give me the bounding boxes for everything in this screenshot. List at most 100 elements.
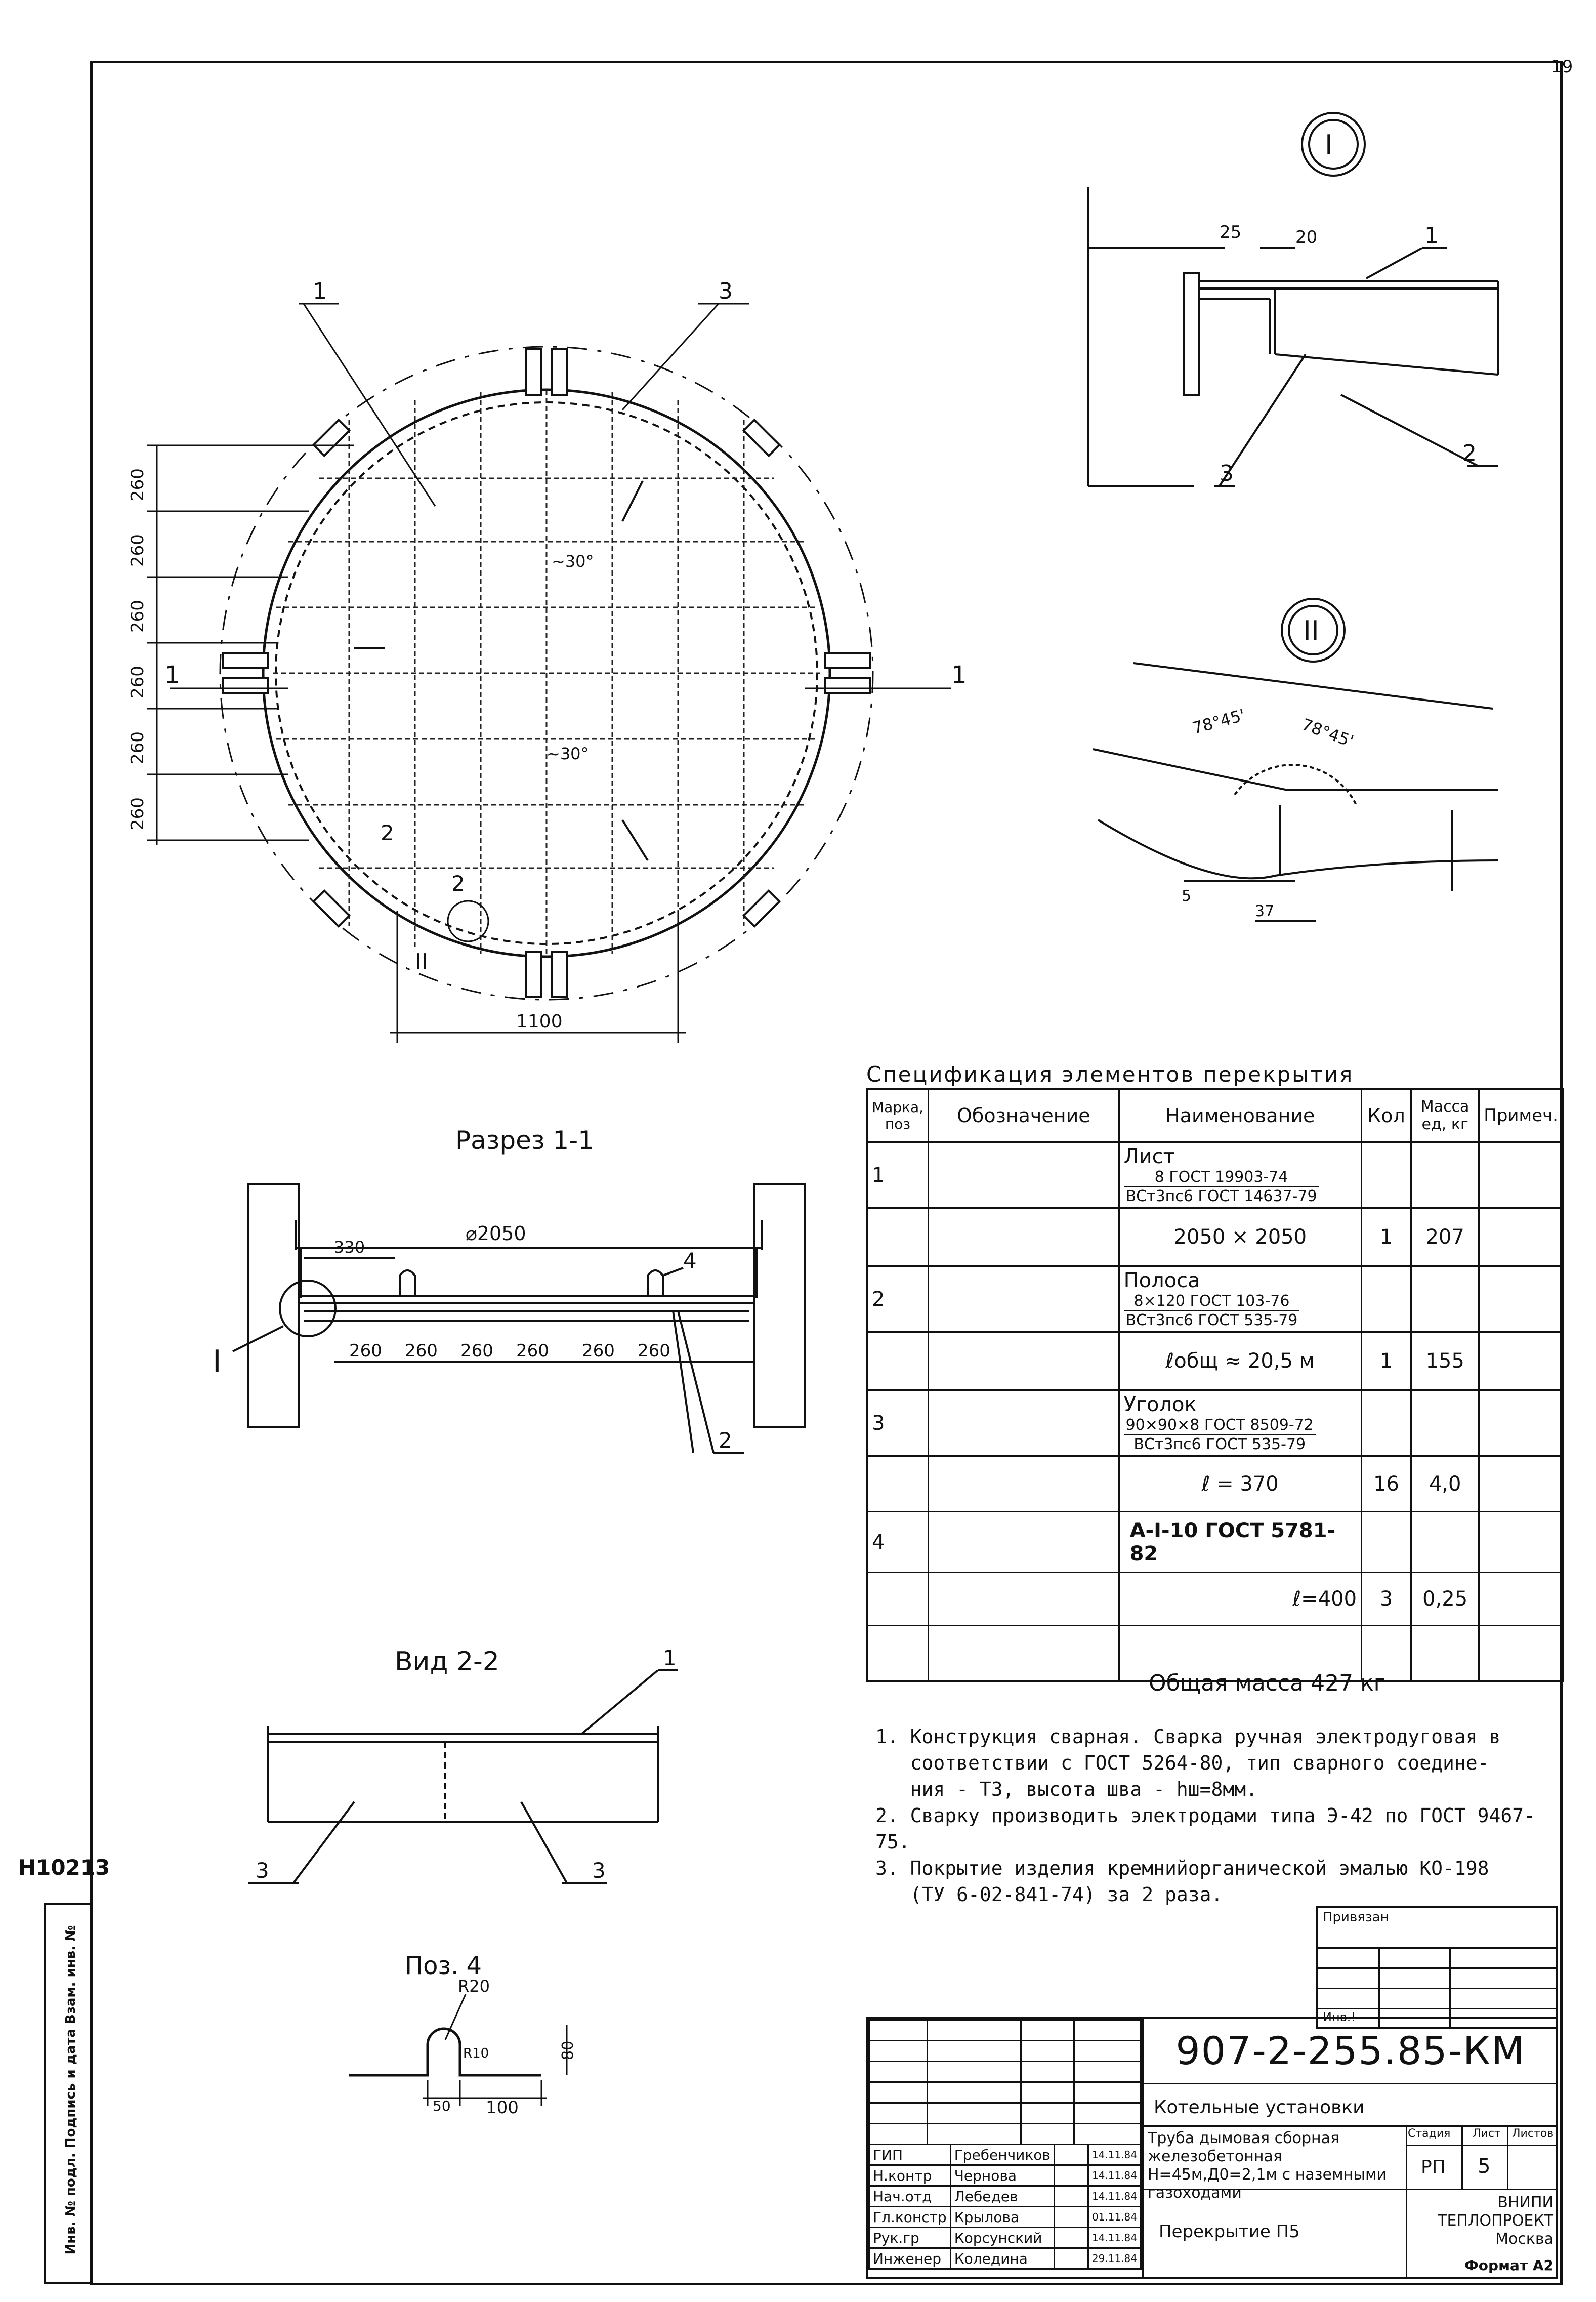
section-offset: 330 — [334, 1238, 365, 1257]
staff-name: Лебедев — [949, 2185, 1055, 2207]
node1-dim-b: 20 — [1295, 227, 1317, 248]
staff-date: 14.11.84 — [1087, 2227, 1142, 2249]
staff-role: Нач.отд — [868, 2185, 951, 2207]
plan-view-mark-a: 2 — [381, 820, 394, 845]
spec-qty: 1 — [1361, 1207, 1412, 1267]
object-name: Труба дымовая сборная железобетонная Н=4… — [1148, 2129, 1387, 2202]
spec-mass: 207 — [1410, 1207, 1480, 1267]
spec-mark: 3 — [866, 1389, 930, 1457]
spec-row: 4 A-I-10 ГОСТ 5781-82 — [866, 1511, 1564, 1573]
section-diameter: ⌀2050 — [466, 1222, 526, 1245]
spec-header-qty: Кол — [1361, 1088, 1412, 1143]
spec-header-designation: Обозначение — [928, 1088, 1120, 1143]
sheets-label: Листов — [1512, 2127, 1554, 2140]
spec-table: Марка, поз Обозначение Наименование Кол … — [866, 1088, 1564, 1682]
sheet-value: 5 — [1478, 2155, 1491, 2178]
plan-dim-4: 260 — [128, 731, 148, 764]
plan-section-mark-right: 1 — [951, 661, 967, 689]
plan-width-dim: 1100 — [516, 1011, 563, 1032]
spec-header-note: Примеч. — [1478, 1088, 1564, 1143]
staff-name: Гребенчиков — [949, 2144, 1055, 2166]
node2-angle-b: 78°45' — [1299, 715, 1356, 751]
section-spacing-4: 260 — [582, 1341, 615, 1361]
spec-name: ℓобщ ≈ 20,5 м — [1118, 1331, 1363, 1391]
note-line: 2. Сварку производить электродами типа Э… — [875, 1804, 1536, 1853]
staff-role: ГИП — [868, 2144, 951, 2166]
staff-name: Коледина — [949, 2247, 1055, 2270]
spec-name: ℓ = 370 — [1118, 1455, 1363, 1512]
note-line: 1. Конструкция сварная. Сварка ручная эл… — [875, 1725, 1501, 1748]
node1-callout-2: 2 — [1462, 440, 1477, 466]
spec-header-name: Наименование — [1118, 1088, 1363, 1143]
spec-name: A-I-10 ГОСТ 5781-82 — [1118, 1511, 1363, 1573]
view22-title: Вид 2-2 — [395, 1647, 499, 1677]
section-1-1: Разрез 1-1 ⌀2050 330 260 260 260 260 260… — [213, 1126, 806, 1454]
node-2: II 78°45' 78°45' 5 37 — [1093, 598, 1498, 922]
plan-node-mark: II — [415, 949, 428, 975]
spec-header-mass: Масса ед, кг — [1410, 1088, 1480, 1143]
spec-mark: 1 — [866, 1141, 930, 1209]
view22-callout-1: 1 — [663, 1646, 677, 1670]
spec-qty: 16 — [1361, 1455, 1412, 1512]
plan-dim-0: 260 — [128, 468, 148, 501]
section-spacing-0: 260 — [349, 1341, 382, 1361]
view-2-2: Вид 2-2 1 3 3 — [248, 1646, 678, 1884]
spec-mass: 4,0 — [1410, 1455, 1480, 1512]
node1-dim-a: 25 — [1220, 222, 1241, 242]
format: Формат А2 — [1464, 2257, 1553, 2274]
staff-role: Инженер — [868, 2247, 951, 2270]
note-line: ния - Т3, высота шва - hш=8мм. — [875, 1778, 1257, 1800]
staff-role: Н.контр — [868, 2164, 951, 2187]
staff-date: 01.11.84 — [1087, 2206, 1142, 2228]
page-number: 19 — [1551, 57, 1573, 77]
node2-title: II — [1303, 615, 1319, 647]
plan-dim-3: 260 — [128, 666, 148, 698]
pos4-dim-b: 100 — [486, 2098, 519, 2118]
spec-row: ℓ = 370 16 4,0 — [866, 1455, 1564, 1512]
inventory-number: H10213 — [18, 1855, 110, 1880]
binding-stamp: Привязан Инв.! — [1316, 1906, 1558, 2029]
note-line: 3. Покрытие изделия кремнийорганической … — [875, 1857, 1489, 1879]
spec-row: ℓобщ ≈ 20,5 м 1 155 — [866, 1331, 1564, 1391]
node2-dim-b: 37 — [1255, 902, 1274, 920]
plan-dim-2: 260 — [128, 600, 148, 633]
staff-name: Корсунский — [949, 2227, 1055, 2249]
pos4-dim-a: 50 — [433, 2098, 451, 2114]
side-stamp: Инв. № подл. Подпись и дата Взам. инв. № — [44, 1903, 93, 2284]
staff-role: Рук.гр — [868, 2227, 951, 2249]
plan-angle-2: ~30° — [547, 744, 589, 763]
pos4-bend-radius: R10 — [463, 2046, 489, 2061]
section-spacing-2: 260 — [460, 1341, 493, 1361]
plan-angle-1: ~30° — [552, 552, 594, 571]
spec-mark: 2 — [866, 1265, 930, 1333]
section-callout-4: 4 — [683, 1248, 697, 1273]
plan-section-mark-left: 1 — [164, 661, 180, 689]
staff-date: 29.11.84 — [1087, 2247, 1142, 2270]
spec-row: 2050 × 2050 1 207 — [866, 1207, 1564, 1267]
pos4-height: 80 — [559, 2041, 577, 2060]
staff-name: Чернова — [949, 2164, 1055, 2187]
spec-row: ℓ=400 3 0,25 — [866, 1572, 1564, 1626]
spec-mass: 155 — [1410, 1331, 1480, 1391]
note-line: соответствии с ГОСТ 5264-80, тип сварног… — [875, 1752, 1489, 1774]
section-spacing-3: 260 — [516, 1341, 549, 1361]
node2-angle-a: 78°45' — [1190, 706, 1247, 738]
plan-view-mark-b: 2 — [451, 871, 465, 896]
section-callout-2: 2 — [719, 1428, 732, 1453]
section-title: Разрез 1-1 — [455, 1126, 594, 1155]
staff-date: 14.11.84 — [1087, 2144, 1142, 2166]
section-spacing-5: 260 — [638, 1341, 670, 1361]
note-line: (ТУ 6-02-841-74) за 2 раза. — [875, 1883, 1223, 1906]
